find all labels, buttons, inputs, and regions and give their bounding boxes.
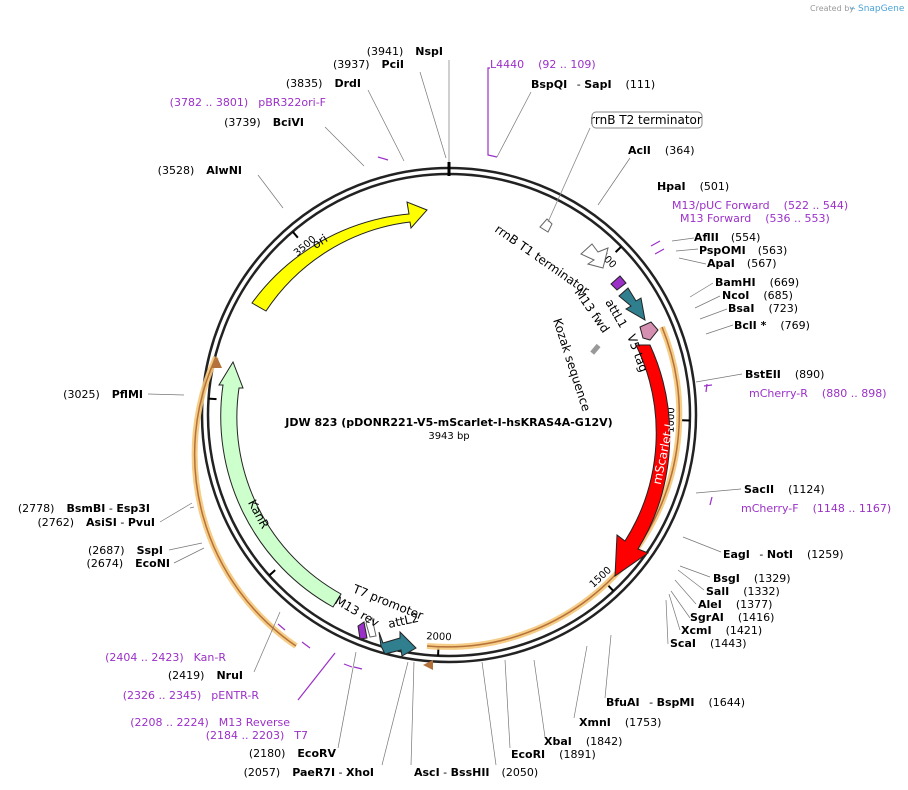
rrnb-t2-box <box>591 111 703 129</box>
mscarlet-highlight-line <box>426 326 681 648</box>
enzyme-pflmi: (3025)PflMI <box>63 388 143 401</box>
leader-lines <box>147 60 743 766</box>
plasmid-length: 3943 bp <box>428 431 469 442</box>
ori-feature <box>251 201 428 312</box>
mscarlet-feature <box>614 344 671 577</box>
snapgene-logo-icon: ⌁ <box>850 4 855 14</box>
primer-m13-forward: M13 Forward(536 .. 553) <box>680 212 830 225</box>
enzyme-bfuai: BfuAI - BspMI(1644) <box>606 696 745 709</box>
bp-tick-label: 1000 <box>666 407 678 433</box>
m13-fwd-feature <box>610 275 627 291</box>
enzyme-xcmi: XcmI(1421) <box>681 624 762 637</box>
enzyme-bspqi: BspQI - SapI(111) <box>531 78 655 91</box>
kanr-highlight-arrow <box>212 357 222 368</box>
primer-m13-reverse: (2208 .. 2224)M13 Reverse <box>130 716 290 729</box>
primer-mcherry-f: mCherry-F(1148 .. 1167) <box>741 502 891 515</box>
enzyme-ecori: EcoRI(1891) <box>511 748 596 761</box>
bp-ticks: 500100015002000250030003500 <box>208 230 690 656</box>
t7-promoter-feature <box>365 617 377 638</box>
bp-tick-mark <box>614 245 623 253</box>
enzyme-pcii: (3937)PciI <box>333 58 404 71</box>
bp-tick-mark <box>268 569 276 577</box>
enzyme-sgrai: SgrAI(1416) <box>690 611 774 624</box>
mscarlet-highlight <box>426 325 683 650</box>
primer-l4440: L4440(92 .. 109) <box>490 58 596 71</box>
rrnb-t1-feature <box>580 243 609 269</box>
enzyme-econi: (2674)EcoNI <box>87 557 170 570</box>
kozak-feature <box>590 343 601 355</box>
enzyme-sspi: (2687)SspI <box>88 544 163 557</box>
kozak-label: Kozak sequence <box>550 317 593 413</box>
enzyme-xbai: XbaI(1842) <box>544 735 622 748</box>
mscarlet-highlight-arrow <box>423 660 433 670</box>
credit-prefix: Created by <box>810 4 854 13</box>
credit-brand: SnapGene <box>858 4 905 14</box>
enzyme-bamhi: BamHI(669) <box>715 276 799 289</box>
enzyme-asisi: (2762)AsiSI - PvuI <box>37 516 155 529</box>
primer-t7: (2184 .. 2203)T7 <box>206 729 308 742</box>
enzyme-bcivi: (3739)BciVI <box>224 116 304 129</box>
enzyme-bsgi: BsgI(1329) <box>713 572 790 585</box>
enzyme-nspi: (3941)NspI <box>367 45 443 58</box>
m13-rev-feature <box>357 621 368 640</box>
enzyme-eagi: EagI - NotI(1259) <box>723 548 844 561</box>
rrnb-t2-feature <box>539 218 553 233</box>
enzyme-alei: AleI(1377) <box>698 598 772 611</box>
enzyme-acli: AclI(364) <box>628 144 695 157</box>
bp-tick-label: 2000 <box>426 631 452 643</box>
enzyme-alwni: (3528)AlwNI <box>158 164 242 177</box>
enzyme-ecorv: (2180)EcoRV <box>249 747 337 760</box>
m13-fwd-label: M13 fwd <box>572 286 613 336</box>
primer-labels: L4440(92 .. 109) M13/pUC Forward(522 .. … <box>105 58 891 742</box>
enzyme-scai: ScaI(1443) <box>670 637 747 650</box>
rrnb-t2-label: rrnB T2 terminator <box>590 113 702 127</box>
enzyme-hpai: HpaI(501) <box>657 180 729 193</box>
bp-tick-mark <box>208 397 217 401</box>
enzyme-pspomi: PspOMI(563) <box>699 244 787 257</box>
enzyme-nrui: (2419)NruI <box>168 669 243 682</box>
enzyme-bcli: BclI *(769) <box>734 319 810 332</box>
attl2-feature <box>378 630 417 657</box>
backbone <box>200 162 698 664</box>
enzyme-asci: AscI - BssHII(2050) <box>414 766 538 779</box>
enzyme-sacii: SacII(1124) <box>744 483 825 496</box>
kanr-highlight-line <box>193 356 297 647</box>
attl1-feature <box>618 287 646 321</box>
rrnb-t2-leader <box>547 127 591 223</box>
enzyme-xmni: XmnI(1753) <box>579 716 661 729</box>
enzyme-apai: ApaI(567) <box>707 257 777 270</box>
enzyme-ncoi: NcoI(685) <box>722 289 793 302</box>
enzyme-bsai: BsaI(723) <box>728 302 798 315</box>
enzyme-paer7i: (2057)PaeR7I - XhoI <box>244 766 374 779</box>
primer-markers <box>277 67 713 701</box>
primer-pbr322ori-f: (3782 .. 3801)pBR322ori-F <box>170 96 326 109</box>
kanr-feature <box>218 360 342 608</box>
primer-pentr-r: (2326 .. 2345)pENTR-R <box>123 689 260 702</box>
enzyme-sali: SalI(1332) <box>706 585 780 598</box>
rrnb-t1-label: rrnB T1 terminator <box>492 222 592 298</box>
v5-tag-feature <box>639 321 659 341</box>
plasmid-name: JDW 823 (pDONR221-V5-mScarlet-I-hsKRAS4A… <box>284 416 612 429</box>
primer-m13-puc-forward: M13/pUC Forward(522 .. 544) <box>672 199 848 212</box>
enzyme-bsteii: BstEII(890) <box>745 368 824 381</box>
enzyme-drdi: (3835)DrdI <box>286 77 361 90</box>
bp-tick-mark <box>607 584 615 592</box>
enzyme-aflii: AflII(554) <box>694 231 760 244</box>
primer-mcherry-r: mCherry-R(880 .. 898) <box>749 387 886 400</box>
primer-kan-r: (2404 .. 2423)Kan-R <box>105 651 226 664</box>
enzyme-bsmbi: (2778)BsmBI - Esp3I <box>18 502 150 515</box>
attl2-label: attL2 <box>387 611 420 631</box>
enzyme-labels: BspQI - SapI(111) AclI(364) HpaI(501) Af… <box>18 45 844 779</box>
bp-tick-mark <box>291 230 299 239</box>
